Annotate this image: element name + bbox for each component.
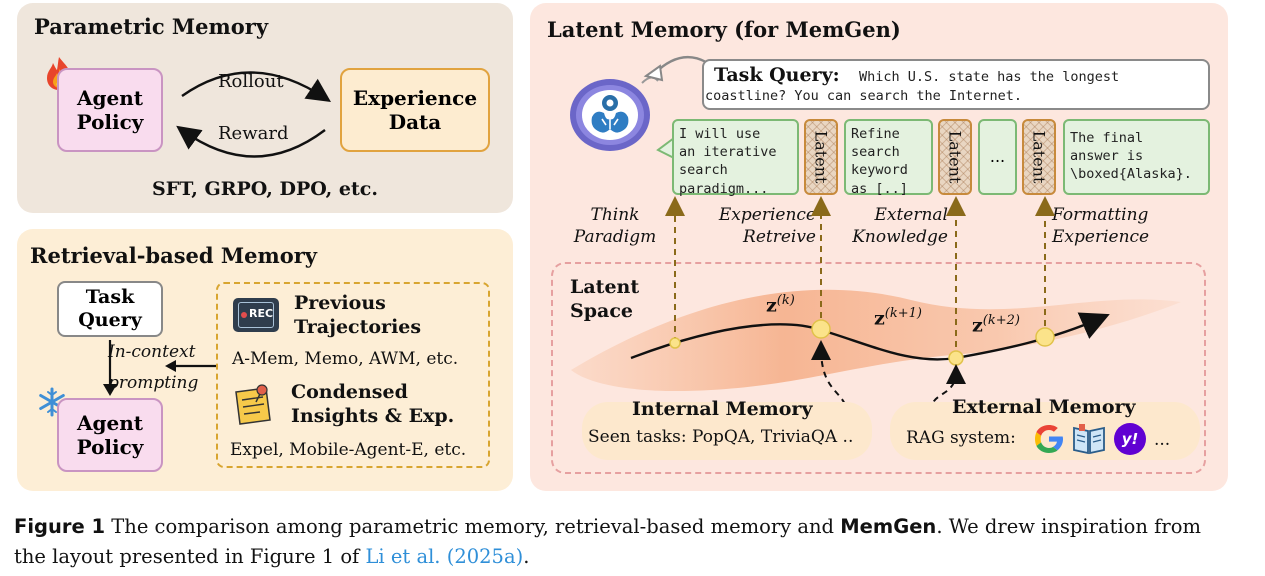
yahoo-icon-text: y! xyxy=(1121,430,1139,448)
internal-memory-text: Seen tasks: PopQA, TriviaQA .. xyxy=(588,427,854,447)
caption-memgen: MemGen xyxy=(840,515,937,538)
caption-text-2: . We drew inspiration from xyxy=(936,515,1201,538)
ellipsis-box: ... xyxy=(978,119,1017,195)
figure-caption: Figure 1 The comparison among parametric… xyxy=(14,512,1254,571)
final-answer-box: The final answer is \boxed{Alaska}. xyxy=(1063,119,1210,195)
rec-icon: REC xyxy=(233,298,279,332)
external-knowledge-label: External Knowledge xyxy=(852,205,948,248)
experience-data-node: Experience Data xyxy=(340,68,490,152)
condensed-insights-examples: Expel, Mobile-Agent-E, etc. xyxy=(230,440,467,460)
caption-text-1: The comparison among parametric memory, … xyxy=(111,515,835,538)
task-query-node: Task Query xyxy=(57,281,163,337)
in-context-arrow xyxy=(165,360,218,372)
rec-text: REC xyxy=(249,307,274,320)
external-memory-more: ... xyxy=(1154,430,1171,450)
think-paradigm-label: Think Paradigm xyxy=(573,205,657,248)
reasoning-box-think: I will use an iterative search paradigm.… xyxy=(672,119,799,197)
latent-memory-title: Latent Memory (for MemGen) xyxy=(547,17,901,42)
in-context-label: In-context xyxy=(108,342,196,362)
rollout-label: Rollout xyxy=(218,71,284,92)
z-k-label: z(k) xyxy=(766,293,795,317)
caption-text-3: the layout presented in Figure 1 of xyxy=(14,544,360,568)
previous-trajectories-label: Previous Trajectories xyxy=(294,292,422,338)
agent-policy-node: Agent Policy xyxy=(57,68,163,152)
latent-space-label: Latent Space xyxy=(570,276,640,322)
memory-store-box xyxy=(216,282,490,468)
internal-memory-title: Internal Memory xyxy=(632,398,813,420)
z-k2-label: z(k+2) xyxy=(972,313,1020,337)
latent-trajectory xyxy=(571,196,1181,416)
prompting-label: prompting xyxy=(108,373,199,393)
task-query-box xyxy=(702,59,1210,110)
query-to-agent-arrow xyxy=(643,55,707,82)
book-icon xyxy=(1073,424,1105,455)
latent-token-2: Latent xyxy=(938,119,972,195)
external-memory-title: External Memory xyxy=(952,396,1136,418)
reasoning-box-search: Refine search keyword as [..] xyxy=(844,119,933,197)
latent-token-1-label: Latent xyxy=(811,130,831,184)
formatting-experience-label: Formatting Experience xyxy=(1052,205,1150,248)
external-memory-text: RAG system: xyxy=(906,428,1016,448)
query-to-policy-arrow xyxy=(103,340,117,396)
task-query-label: Task Query: xyxy=(714,64,840,86)
reward-label: Reward xyxy=(218,123,289,144)
internal-memory-box xyxy=(582,402,872,460)
latent-token-1: Latent xyxy=(804,119,838,195)
notes-icon xyxy=(235,384,271,425)
citation-authors-link[interactable]: Li et al. xyxy=(365,544,441,568)
parametric-methods: SFT, GRPO, DPO, etc. xyxy=(152,178,378,200)
latent-token-3: Latent xyxy=(1022,119,1056,195)
experience-retrieve-label: Experience Retreive xyxy=(718,205,816,248)
condensed-insights-label: Condensed Insights & Exp. xyxy=(291,381,455,427)
retrieval-memory-title: Retrieval-based Memory xyxy=(30,243,317,268)
agent-policy-frozen-node: Agent Policy xyxy=(57,398,163,472)
z-k1-label: z(k+1) xyxy=(874,306,922,330)
latent-space-box xyxy=(551,262,1206,474)
latent-token-2-label: Latent xyxy=(945,130,965,184)
task-query-text: Which U.S. state has the longest coastli… xyxy=(705,69,1120,104)
previous-trajectories-examples: A-Mem, Memo, AWM, etc. xyxy=(232,349,459,369)
google-icon xyxy=(1035,425,1063,453)
latent-token-3-label: Latent xyxy=(1029,130,1049,184)
speech-tail xyxy=(656,137,675,159)
caption-text-4: . xyxy=(523,544,530,568)
brain-agent-icon xyxy=(570,76,659,151)
citation-year-link[interactable]: (2025a) xyxy=(446,544,524,568)
rollout-reward-arrows xyxy=(176,71,331,158)
parametric-memory-title: Parametric Memory xyxy=(34,14,269,39)
yahoo-icon: y! xyxy=(1114,423,1146,455)
rec-dot xyxy=(241,312,247,318)
figure-number: Figure 1 xyxy=(14,515,106,538)
